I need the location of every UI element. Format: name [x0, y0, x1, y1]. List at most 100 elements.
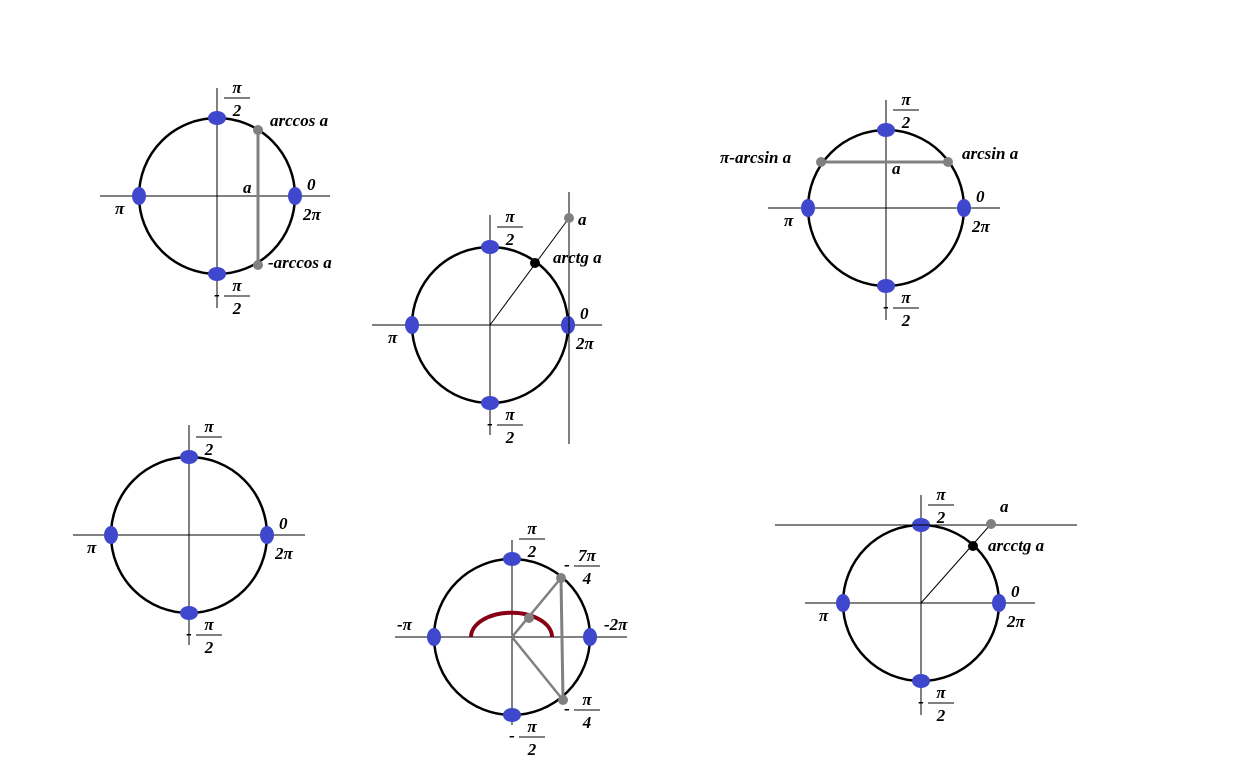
point-arccos	[253, 125, 263, 135]
fraction-numerator: 7π	[578, 546, 597, 565]
axis-marker	[957, 199, 971, 217]
label-pi-over-2: π2	[893, 90, 919, 132]
minus-sign: -	[564, 699, 570, 718]
fraction-numerator: π	[505, 207, 515, 226]
label-minus-pi-over-2: π2-	[214, 276, 250, 318]
label-pi-over-2: π2	[196, 417, 222, 459]
axis-marker	[877, 279, 895, 293]
label-a: a	[243, 178, 252, 197]
label-minus-pi-over-2: π2-	[883, 288, 919, 330]
fraction-denominator: 2	[936, 706, 946, 725]
fraction-numerator: π	[901, 90, 911, 109]
label-minus-7pi-over-4: 7π 4-	[564, 546, 600, 588]
axis-marker	[208, 111, 226, 125]
label-a: a	[892, 159, 901, 178]
fraction-numerator: π	[505, 405, 515, 424]
fraction-denominator: 2	[204, 638, 214, 657]
fraction-denominator: 4	[582, 713, 592, 732]
minus-sign: -	[509, 726, 515, 745]
axis-marker	[912, 674, 930, 688]
axis-marker	[481, 396, 499, 410]
fraction-numerator: π	[582, 690, 592, 709]
minus-sign: -	[918, 692, 924, 711]
point-arctg	[530, 258, 540, 268]
point-arc	[524, 613, 534, 623]
point-a	[564, 213, 574, 223]
label-pi-minus-arcsin: π-arcsin a	[720, 148, 792, 167]
minus-sign: -	[883, 297, 889, 316]
label-pi: π	[784, 211, 794, 230]
axis-marker	[208, 267, 226, 281]
label-minus-pi-over-2: π 2-	[918, 683, 954, 725]
fraction-numerator: π	[527, 519, 537, 538]
label-minus-arccos: -arccos a	[268, 253, 332, 272]
label-zero: 0	[1011, 582, 1020, 601]
label-a: a	[1000, 497, 1009, 516]
minus-sign: -	[564, 555, 570, 574]
axis-marker	[132, 187, 146, 205]
fraction-denominator: 4	[582, 569, 592, 588]
label-minus-two-pi: -2π	[604, 615, 628, 634]
point-minus-7pi-over-4	[556, 573, 566, 583]
fraction-denominator: 2	[936, 508, 946, 527]
fraction-denominator: 2	[901, 113, 911, 132]
label-arccos: arccos a	[270, 111, 329, 130]
fraction-denominator: 2	[527, 740, 537, 759]
axis-marker	[992, 594, 1006, 612]
label-pi: π	[115, 199, 125, 218]
point-minus-pi-over-4	[558, 695, 568, 705]
label-two-pi: 2π	[575, 334, 595, 353]
axis-marker	[405, 316, 419, 334]
axis-marker	[427, 628, 441, 646]
label-pi-over-2: π2	[224, 78, 250, 120]
fraction-denominator: 2	[527, 542, 537, 561]
label-minus-pi-over-2: π2-	[487, 405, 523, 447]
label-arcsin: arcsin a	[962, 144, 1019, 163]
fraction-denominator: 2	[232, 299, 242, 318]
fraction-numerator: π	[936, 683, 946, 702]
point-pi-minus-arcsin	[816, 157, 826, 167]
fraction-numerator: π	[232, 276, 242, 295]
axis-marker	[481, 240, 499, 254]
ray-upper	[511, 577, 562, 638]
axis-marker	[561, 316, 575, 334]
ray	[920, 523, 992, 604]
label-zero: 0	[279, 514, 288, 533]
fraction-denominator: 2	[204, 440, 214, 459]
fraction-denominator: 2	[901, 311, 911, 330]
minus-sign: -	[487, 414, 493, 433]
label-minus-pi-over-2: π2-	[509, 717, 545, 759]
fraction-denominator: 2	[505, 230, 515, 249]
label-arcctg: arcctg a	[988, 536, 1045, 555]
label-two-pi: 2π	[302, 205, 322, 224]
label-two-pi: 2π	[274, 544, 294, 563]
ray-lower	[511, 636, 564, 701]
fraction-numerator: π	[204, 417, 214, 436]
axis-marker	[260, 526, 274, 544]
point-a	[986, 519, 996, 529]
label-two-pi: 2π	[971, 217, 991, 236]
axis-marker	[288, 187, 302, 205]
fraction-numerator: π	[936, 485, 946, 504]
point-arcsin	[943, 157, 953, 167]
axis-marker	[180, 450, 198, 464]
axis-marker	[583, 628, 597, 646]
fraction-numerator: π	[204, 615, 214, 634]
fraction-denominator: 2	[232, 101, 242, 120]
fraction-numerator: π	[232, 78, 242, 97]
label-pi-over-2: π2	[519, 519, 545, 561]
axis-marker	[503, 708, 521, 722]
label-minus-pi-over-4: π 4-	[564, 690, 600, 732]
axis-marker	[836, 594, 850, 612]
label-zero: 0	[307, 175, 316, 194]
point-minus-arccos	[253, 260, 263, 270]
label-pi-over-2: π2	[928, 485, 954, 527]
label-a: a	[578, 210, 587, 229]
label-arctg: arctg a	[553, 248, 602, 267]
point-arcctg	[968, 541, 978, 551]
